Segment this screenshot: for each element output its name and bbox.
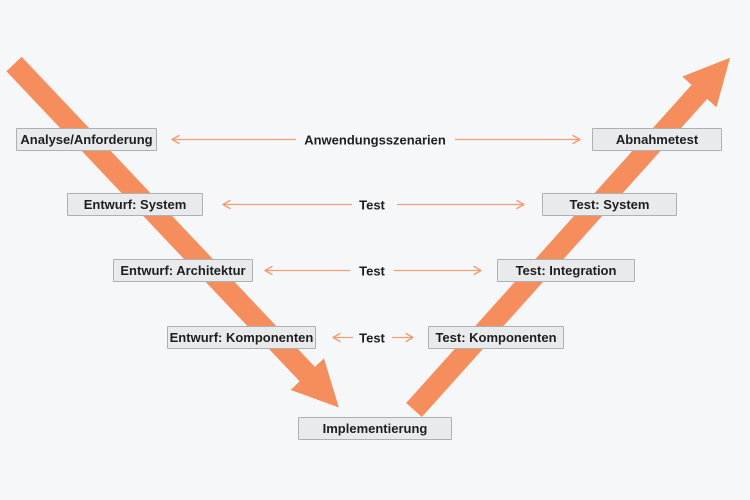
connector-label-test-komponenten: Test xyxy=(359,330,385,346)
node-analyse-anforderung: Analyse/Anforderung xyxy=(16,128,157,151)
node-test-integration: Test: Integration xyxy=(497,259,635,282)
node-entwurf-system: Entwurf: System xyxy=(67,193,203,216)
node-implementierung: Implementierung xyxy=(298,417,452,440)
node-entwurf-architektur: Entwurf: Architektur xyxy=(113,259,253,282)
node-entwurf-komponenten: Entwurf: Komponenten xyxy=(167,326,316,349)
node-abnahmetest: Abnahmetest xyxy=(592,128,722,151)
node-test-komponenten: Test: Komponenten xyxy=(428,326,564,349)
node-test-system: Test: System xyxy=(542,193,677,216)
connector-label-test-system: Test xyxy=(359,197,385,213)
connector-label-test-integration: Test xyxy=(359,263,385,279)
left-descending-arrow xyxy=(6,56,339,408)
connector-label-anwendungsszenarien: Anwendungsszenarien xyxy=(304,132,446,148)
